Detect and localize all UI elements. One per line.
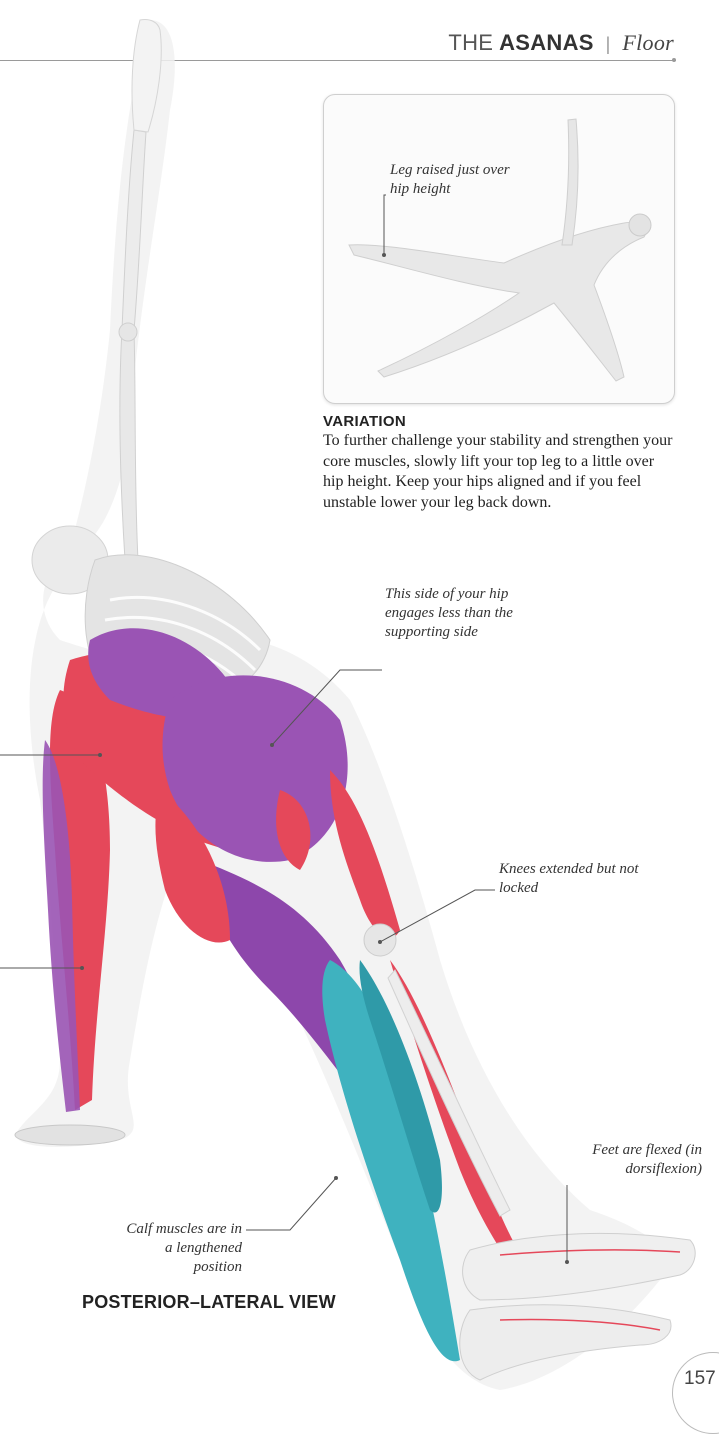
leader-calf [246, 1178, 336, 1230]
foot-bones [463, 1233, 696, 1300]
variation-head [629, 214, 651, 236]
variation-description: To further challenge your stability and … [323, 431, 678, 513]
callout-feet: Feet are flexed (in dorsiflexion) [572, 1141, 702, 1179]
callout-leg-raised: Leg raised just over hip height [390, 161, 520, 199]
variation-figure [324, 95, 674, 403]
page-number: 157 [684, 1368, 716, 1390]
foot-bones-lower [460, 1305, 671, 1380]
variation-illustration-box: Leg raised just over hip height [323, 94, 675, 404]
view-title: POSTERIOR–LATERAL VIEW [82, 1292, 336, 1313]
variation-body [349, 222, 645, 381]
callout-knees: Knees extended but not locked [499, 860, 639, 898]
callout-calf: Calf muscles are in a lengthened positio… [116, 1220, 242, 1277]
variation-heading: VARIATION [323, 413, 406, 430]
supporting-hand [15, 1125, 125, 1145]
variation-raised-arm [562, 119, 578, 245]
callout-hip: This side of your hip engages less than … [385, 585, 525, 642]
